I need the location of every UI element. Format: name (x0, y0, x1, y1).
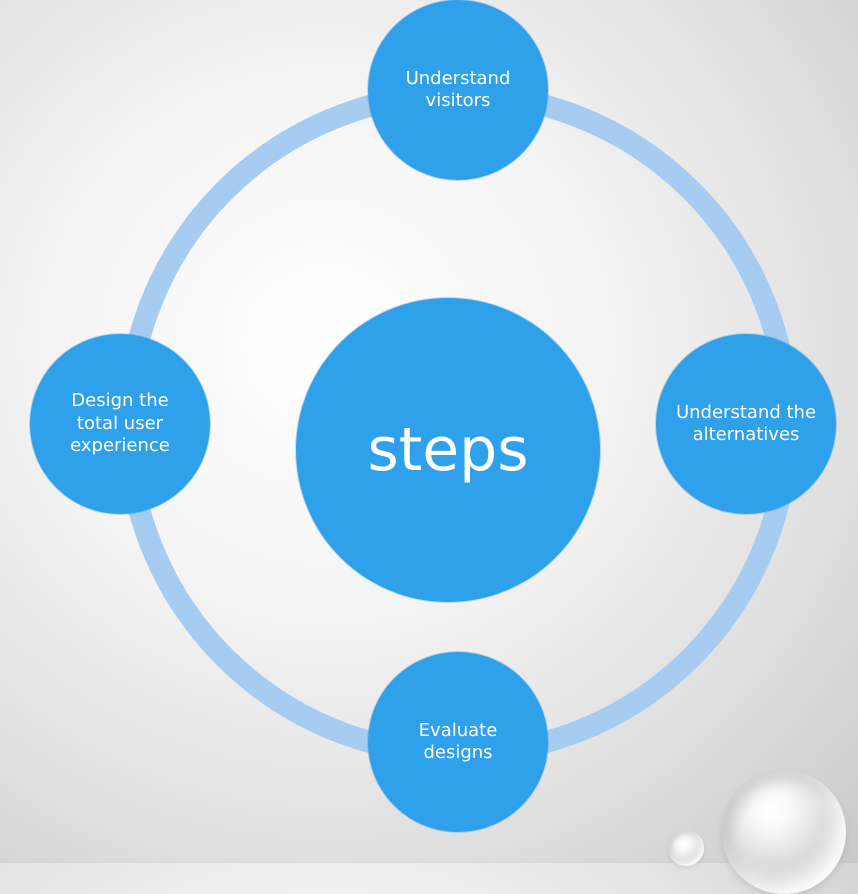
node-evaluate-designs: Evaluate designs (368, 652, 548, 832)
node-design-total-user-experience: Design the total user experience (30, 334, 210, 514)
center-node-steps: steps (296, 298, 600, 602)
node-label-understand-alternatives: Understand the alternatives (675, 401, 817, 446)
node-understand-visitors: Understand visitors (368, 0, 548, 180)
node-understand-alternatives: Understand the alternatives (656, 334, 836, 514)
water-bubble-graphic (722, 770, 846, 894)
node-label-understand-visitors: Understand visitors (405, 67, 511, 112)
center-label-steps: steps (367, 415, 529, 485)
diagram-slide: Understand visitors Understand the alter… (30, 0, 846, 894)
node-label-evaluate-designs: Evaluate designs (418, 719, 498, 764)
small-water-bubble-graphic (668, 830, 704, 866)
node-label-design-total-user-experience: Design the total user experience (70, 390, 170, 457)
